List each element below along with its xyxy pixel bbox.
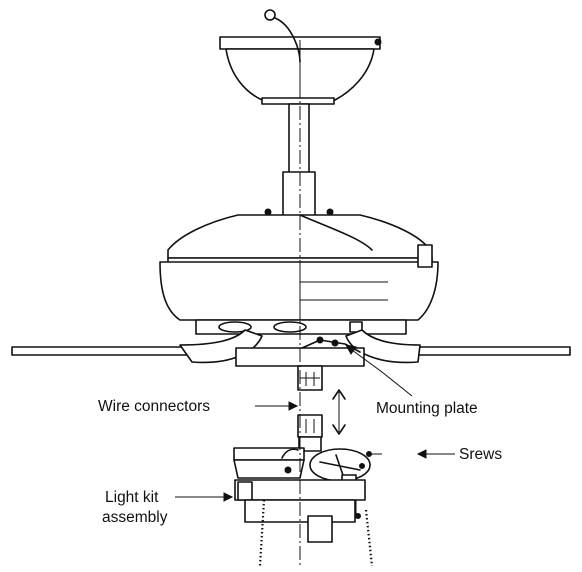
label-mounting-plate: Mounting plate: [376, 400, 478, 417]
pull-chains: [258, 499, 374, 567]
wire-connectors: [297, 365, 346, 452]
label-screws: Srews: [459, 446, 502, 463]
label-wire-connectors: Wire connectors: [98, 398, 210, 415]
label-light-kit-line2: assembly: [102, 509, 168, 526]
light-kit-assembly: [233, 447, 371, 543]
label-light-kit-line1: Light kit: [105, 489, 159, 506]
downrod: [282, 103, 316, 218]
screws: [355, 451, 382, 519]
motor-housing: [159, 208, 439, 335]
fan-blades: [11, 329, 571, 367]
